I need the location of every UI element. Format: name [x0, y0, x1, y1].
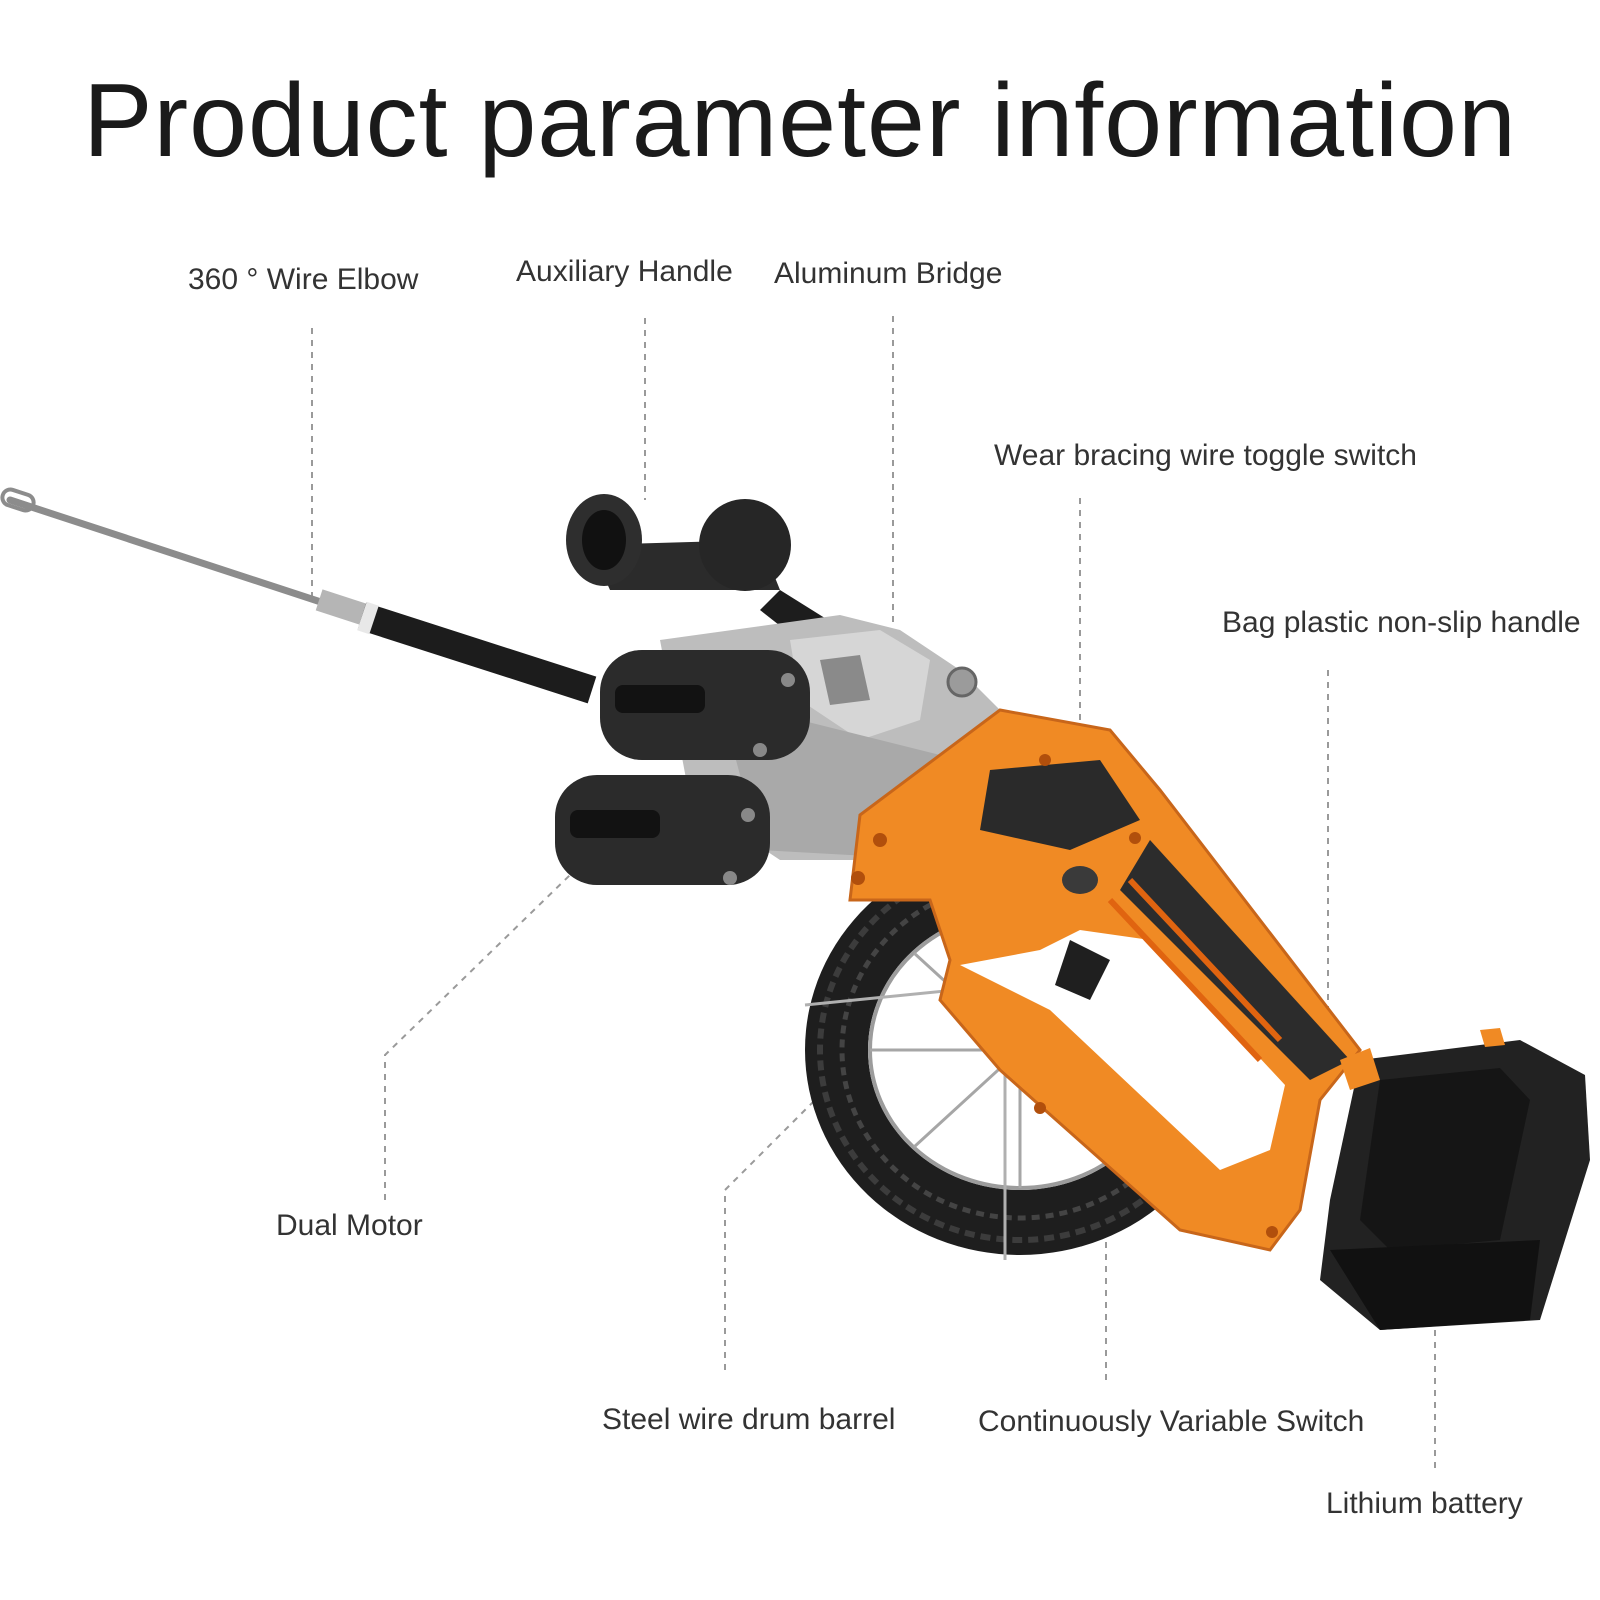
leader-dual-motor [384, 874, 571, 1200]
callout-variable-switch: Continuously Variable Switch [978, 1405, 1365, 1438]
callout-toggle-switch: Wear bracing wire toggle switch [994, 439, 1417, 472]
callout-wire-elbow: 360 ° Wire Elbow [188, 263, 419, 296]
wire-elbow-rod [0, 487, 597, 704]
callout-dual-motor: Dual Motor [276, 1209, 423, 1242]
callout-nonslip-handle: Bag plastic non-slip handle [1222, 606, 1581, 639]
callout-lithium-battery: Lithium battery [1326, 1487, 1523, 1520]
callout-aluminum-bridge: Aluminum Bridge [774, 257, 1003, 290]
callout-drum-barrel: Steel wire drum barrel [602, 1403, 896, 1436]
dual-motor [555, 650, 810, 885]
leader-drum-barrel [724, 1094, 821, 1370]
orange-body [848, 708, 1362, 1252]
page-title: Product parameter information [83, 63, 1517, 179]
callout-auxiliary-handle: Auxiliary Handle [516, 255, 733, 288]
leader-lines [311, 316, 1436, 1468]
lithium-battery [1320, 1028, 1590, 1330]
